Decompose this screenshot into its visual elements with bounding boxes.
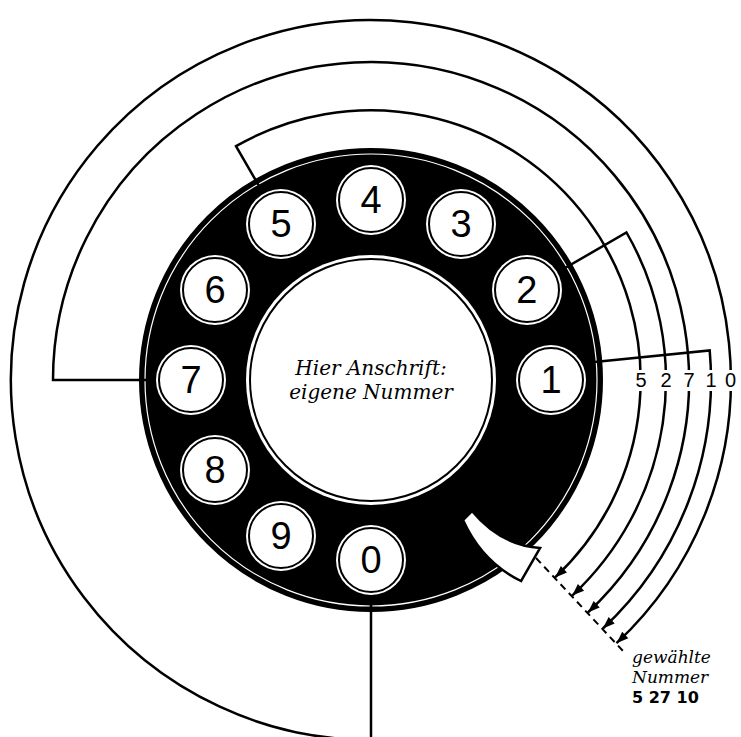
arrowhead — [572, 584, 584, 596]
finger-hole: 9 — [248, 503, 314, 569]
arrowhead — [588, 601, 600, 613]
finger-hole: 0 — [338, 527, 404, 593]
finger-hole: 6 — [182, 257, 248, 323]
digit-label: 1 — [703, 370, 718, 391]
note-text: gewählte Nummer — [632, 648, 736, 687]
finger-hole: 7 — [158, 347, 224, 413]
dashed-line — [536, 558, 624, 652]
dial-digit: 6 — [205, 271, 226, 309]
dial-digit: 8 — [205, 451, 226, 489]
dial-digit: 5 — [270, 205, 291, 243]
dialed-number: 5 27 10 — [632, 688, 699, 707]
leader-line — [53, 62, 689, 613]
finger-stop — [463, 511, 540, 581]
finger-hole: 4 — [338, 167, 404, 233]
finger-hole: 8 — [182, 437, 248, 503]
digit-label: 2 — [658, 370, 673, 391]
finger-hole: 3 — [428, 191, 494, 257]
digit-label: 0 — [723, 370, 738, 391]
dial-rim — [145, 154, 597, 606]
dial-digit: 4 — [360, 181, 381, 219]
dial-digit: 1 — [540, 361, 561, 399]
arrowhead — [555, 566, 567, 578]
leader-line — [11, 20, 731, 737]
leader-line — [236, 110, 641, 577]
leader-line — [556, 233, 666, 596]
dial-digit: 2 — [516, 271, 537, 309]
address-field: Hier Anschrift: eigene Nummer — [249, 258, 493, 502]
finger-hole: 1 — [518, 347, 584, 413]
dial-digit: 7 — [180, 361, 201, 399]
leader-line — [580, 350, 711, 628]
dial-digit: 9 — [270, 517, 291, 555]
arrowhead — [603, 617, 615, 629]
address-text: Hier Anschrift: eigene Nummer — [286, 356, 456, 404]
finger-hole: 2 — [494, 257, 560, 323]
arrowhead — [617, 632, 629, 644]
finger-hole: 5 — [248, 191, 314, 257]
dial-digit: 3 — [450, 205, 471, 243]
dial-disc — [140, 149, 602, 611]
digit-label: 7 — [681, 370, 696, 391]
dial-digit: 0 — [360, 541, 381, 579]
digit-label: 5 — [633, 370, 648, 391]
